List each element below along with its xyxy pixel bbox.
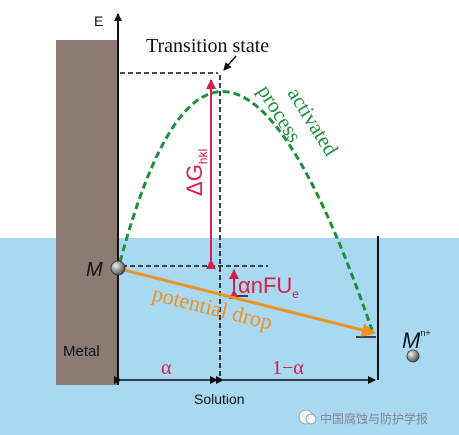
solution-label: Solution — [194, 391, 245, 407]
wechat-logo-inner-icon — [305, 413, 317, 425]
potential-drop-arrow — [123, 268, 376, 337]
svg-text:ΔGhkl: ΔGhkl — [182, 149, 210, 196]
alpha-nfu-subscript: e — [292, 287, 299, 301]
activated-process-curve — [118, 90, 374, 331]
alpha-label: α — [161, 357, 172, 379]
metal-block — [56, 40, 118, 385]
energy-axis-label: E — [94, 13, 103, 29]
metal-label: Metal — [63, 343, 100, 360]
ion-charge: n+ — [420, 328, 430, 338]
delta-g-label: ΔGhkl — [182, 149, 210, 196]
atom-m-label: M — [86, 259, 103, 281]
ion-symbol: M — [402, 328, 421, 353]
metal-ion — [406, 349, 420, 363]
metal-atom — [110, 260, 126, 276]
watermark: 中国腐蚀与防护学报 — [298, 409, 428, 426]
one-minus-alpha-label: 1−α — [272, 357, 304, 379]
watermark-text: 中国腐蚀与防护学报 — [320, 411, 428, 426]
delta-g-subscript: hkl — [196, 149, 210, 164]
alpha-nfu-label: αnFUe — [238, 273, 299, 301]
transition-state-label: Transition state — [146, 35, 269, 57]
transition-pointer-arrow — [223, 55, 237, 71]
alpha-nfu-term: αnFU — [238, 273, 292, 298]
delta-g-symbol: ΔG — [182, 164, 207, 196]
ion-label: Mn+ — [402, 328, 431, 353]
